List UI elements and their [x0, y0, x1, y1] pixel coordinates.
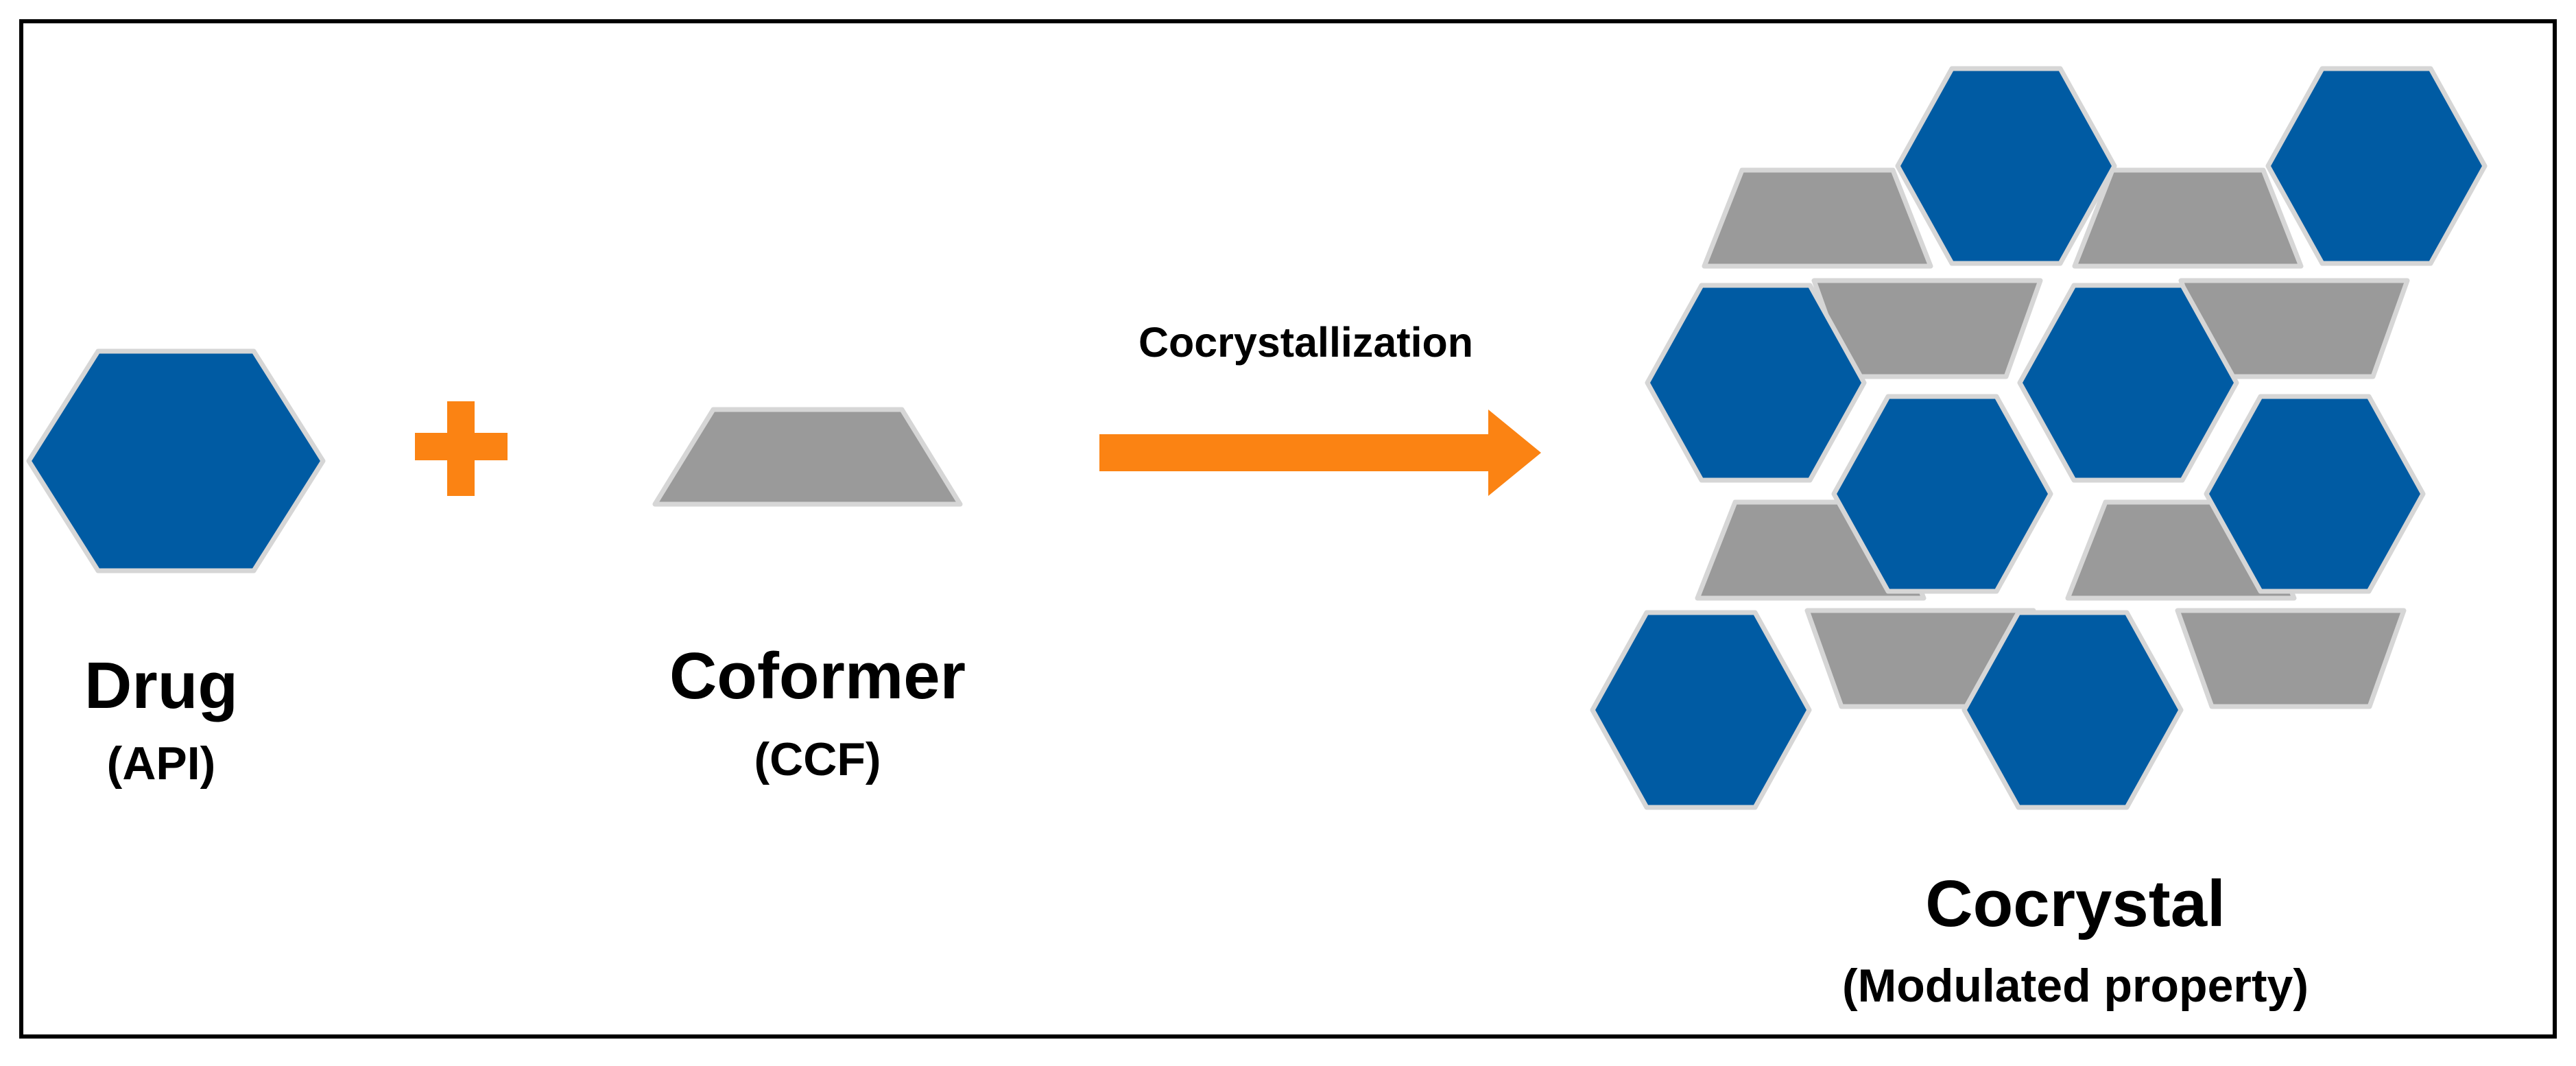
- drug-unit-icon: [1645, 283, 1867, 483]
- drug-title: Drug: [84, 649, 238, 722]
- plus-icon: [415, 401, 508, 496]
- coformer-unit-icon: [2072, 167, 2304, 269]
- coformer-unit-icon: [2175, 608, 2407, 709]
- cocrystal-lattice: [1590, 66, 2488, 810]
- drug-unit-icon: [1590, 610, 1812, 810]
- coformer-title: Coformer: [669, 639, 966, 713]
- drug-unit-icon: [1895, 66, 2117, 266]
- drug-unit-icon: [1961, 610, 2184, 810]
- cocrystal-subtitle: (Modulated property): [1842, 960, 2309, 1012]
- drug-unit-icon: [1831, 394, 2053, 594]
- cocrystal-title: Cocrystal: [1925, 867, 2226, 940]
- coformer-trapezoid-icon: [652, 407, 963, 507]
- drug-hexagon-icon: [26, 348, 326, 573]
- drug-subtitle: (API): [107, 737, 216, 790]
- drug-unit-icon: [2265, 66, 2488, 266]
- coformer-subtitle: (CCF): [754, 733, 881, 785]
- coformer-unit-icon: [1702, 167, 1933, 269]
- drug-unit-icon: [2204, 394, 2426, 594]
- drug-unit-icon: [2017, 283, 2239, 483]
- arrow-right-icon: [1099, 410, 1541, 496]
- process-label: Cocrystallization: [1138, 319, 1473, 366]
